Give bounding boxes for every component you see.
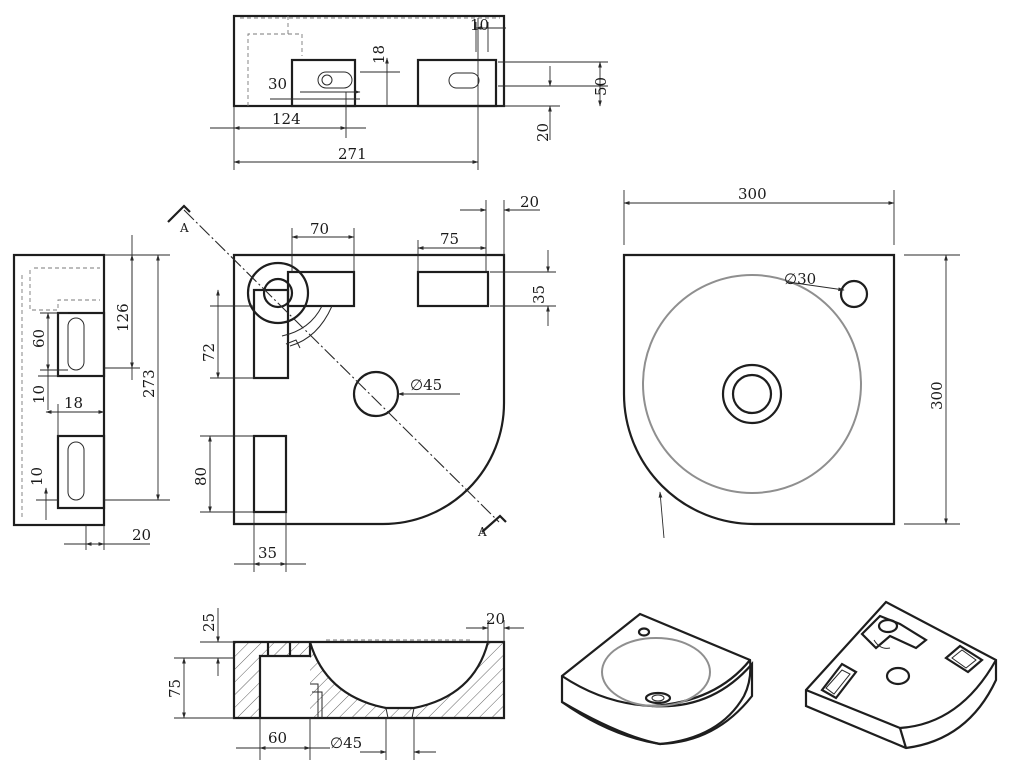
dim-left-10b: 10: [28, 467, 46, 486]
top-view-outline: [232, 14, 506, 108]
front-view-outline: [622, 253, 896, 526]
dim-plan-35-horizontal: 35: [258, 544, 277, 562]
plan-view-section-line: [183, 209, 500, 523]
dim-section-60: 60: [268, 729, 287, 747]
top-view-slot-right: [416, 58, 498, 108]
front-view: ∅30 300 300: [622, 185, 960, 539]
isometric-view-front: [560, 612, 754, 746]
dim-section-75: 75: [166, 679, 184, 698]
plan-view-tap-boss: [246, 261, 310, 325]
isometric-back-drain: [885, 666, 911, 686]
top-view: 10 18 30 50 20 124 271: [210, 14, 610, 170]
dim-top-50: 50: [592, 77, 610, 96]
dim-left-126: 126: [114, 303, 132, 332]
dim-left-60: 60: [30, 329, 48, 348]
section-label-a-bottom: A: [477, 525, 487, 539]
dim-left-273: 273: [140, 369, 158, 398]
section-label-a-top: A: [179, 221, 189, 235]
dim-front-tap-diameter: ∅30: [784, 270, 816, 288]
dim-plan-70: 70: [310, 220, 329, 238]
dim-plan-75: 75: [440, 230, 459, 248]
dim-plan-20: 20: [520, 193, 539, 211]
dim-top-20: 20: [534, 123, 552, 142]
left-view-slot-upper: [56, 311, 106, 378]
dim-section-drain-diameter: ∅45: [330, 734, 362, 752]
dim-top-271: 271: [338, 145, 367, 163]
isometric-view-back: [804, 600, 998, 750]
section-view-bowl-profile: [308, 641, 490, 710]
top-view-slot-left: [290, 58, 357, 108]
dim-top-124: 124: [272, 110, 301, 128]
isometric-front-bowl: [601, 637, 711, 707]
dim-section-20: 20: [486, 610, 505, 628]
dim-front-300-horizontal: 300: [738, 185, 767, 203]
plan-view: A A 70 75 20 35 72 80 35 ∅45: [167, 193, 556, 572]
section-view-outline: [232, 640, 506, 720]
dim-left-20: 20: [132, 526, 151, 544]
dim-plan-72: 72: [200, 343, 218, 362]
section-view: 25 20 75 60 ∅45: [166, 608, 524, 760]
top-view-hidden-lines: [247, 16, 303, 106]
plan-view-drain-hole: [352, 370, 400, 418]
dim-plan-80: 80: [192, 467, 210, 486]
front-view-bowl: [642, 274, 862, 494]
left-view: 126 273 60 10 18 10 20: [12, 235, 170, 550]
dim-top-10: 10: [470, 16, 489, 34]
dim-section-25: 25: [200, 613, 218, 632]
dim-left-18: 18: [64, 394, 83, 412]
dim-left-10a: 10: [30, 385, 48, 404]
front-view-tap-hole: [839, 279, 869, 309]
dim-plan-35-vertical: 35: [530, 285, 548, 304]
left-view-slot-lower: [56, 434, 106, 510]
plan-view-outline: [232, 253, 506, 526]
dim-front-300-vertical: 300: [928, 381, 946, 410]
dim-top-18: 18: [370, 45, 388, 64]
dim-top-30: 30: [268, 75, 287, 93]
left-view-outline: [12, 253, 106, 527]
dim-plan-drain-diameter: ∅45: [410, 376, 442, 394]
